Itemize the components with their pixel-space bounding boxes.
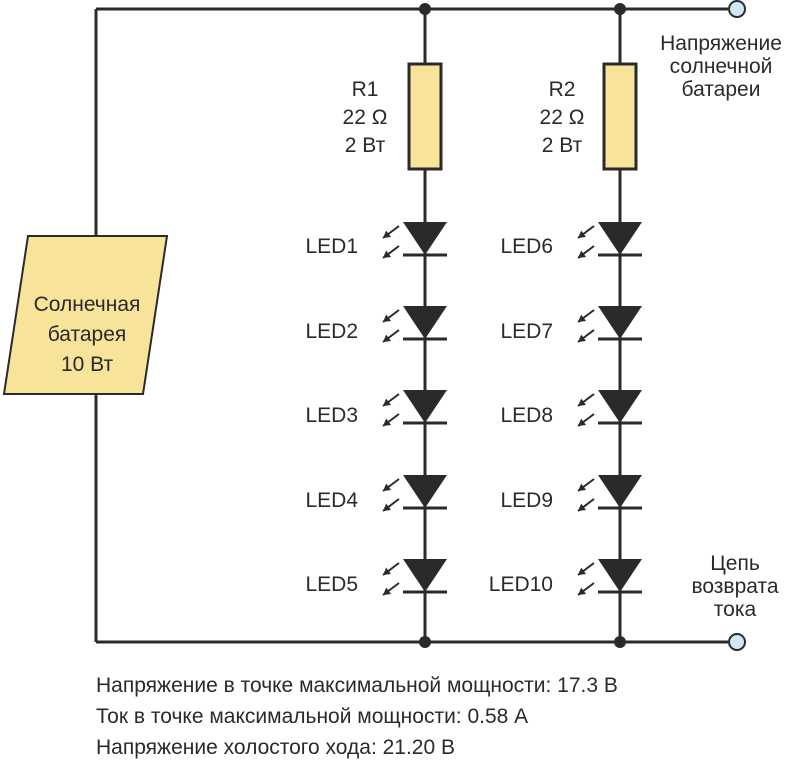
- light-arrow-head: [383, 314, 391, 322]
- led-label: LED3: [305, 404, 358, 427]
- light-arrow-head: [578, 398, 586, 406]
- led-diode-symbol: [598, 475, 642, 508]
- resistor-r1-name: R1: [351, 78, 379, 101]
- light-arrow-head: [578, 503, 586, 511]
- led-diode-symbol: [403, 306, 447, 339]
- resistor-r2-power: 2 Вт: [541, 134, 583, 157]
- resistor-r1-power: 2 Вт: [344, 134, 386, 157]
- resistor-r2-name: R2: [548, 78, 576, 101]
- light-arrow-head: [578, 230, 586, 238]
- led-diode-symbol: [598, 222, 642, 255]
- led-label: LED5: [305, 573, 358, 596]
- led-diode-symbol: [598, 306, 642, 339]
- solar-panel-line3: 10 Вт: [60, 353, 114, 376]
- light-arrow-head: [383, 503, 391, 511]
- light-arrow-head: [383, 483, 391, 491]
- terminal-bottom-line1: Цепь: [710, 552, 760, 575]
- spec-open-circuit-voltage: Напряжение холостого хода: 21.20 В: [96, 736, 455, 759]
- junction-dot: [419, 3, 431, 15]
- junctions: [419, 3, 626, 648]
- light-arrow-head: [383, 418, 391, 426]
- led-label: LED6: [500, 235, 553, 258]
- junction-dot: [614, 636, 626, 648]
- led-label: LED4: [305, 489, 358, 512]
- led-label: LED7: [500, 320, 553, 343]
- spec-mpp-voltage: Напряжение в точке максимальной мощности…: [96, 674, 618, 697]
- terminal-bottom-label: Цепь возврата тока: [660, 552, 800, 621]
- light-arrow-head: [383, 250, 391, 258]
- led-label: LED10: [488, 573, 553, 596]
- spec-mpp-current: Ток в точке максимальной мощности: 0.58 …: [96, 705, 529, 728]
- light-arrow-head: [578, 418, 586, 426]
- terminal-top-line2: солнечной: [669, 55, 773, 78]
- led-label: LED2: [305, 320, 358, 343]
- terminal-top-label: Напряжение солнечной батареи: [636, 32, 800, 101]
- resistor-r1-symbol: [407, 62, 443, 171]
- led-label: LED8: [500, 404, 553, 427]
- terminal-bottom: [728, 633, 746, 651]
- led-diode-symbol: [403, 475, 447, 508]
- light-arrow-head: [578, 483, 586, 491]
- led-diode-symbol: [403, 559, 447, 592]
- light-arrow-head: [383, 230, 391, 238]
- led-diode-symbol: [403, 222, 447, 255]
- junction-dot: [614, 3, 626, 15]
- led-diode-symbol: [598, 559, 642, 592]
- led-symbols: [382, 222, 642, 596]
- led-label: LED1: [305, 235, 358, 258]
- solar-panel-line2: батарея: [47, 323, 127, 346]
- light-arrow-head: [578, 567, 586, 575]
- led-diode-symbol: [598, 390, 642, 423]
- led-diode-symbol: [403, 390, 447, 423]
- junction-dot: [419, 636, 431, 648]
- resistor-r1-value: 22 Ω: [342, 106, 388, 129]
- solar-panel-label: Солнечная батарея 10 Вт: [18, 290, 156, 380]
- resistor-r2-label: R2 22 Ω 2 Вт: [522, 76, 602, 160]
- light-arrow-head: [578, 314, 586, 322]
- solar-panel-line1: Солнечная: [33, 293, 141, 316]
- terminal-top-line3: батареи: [681, 78, 761, 101]
- light-arrow-head: [578, 587, 586, 595]
- terminal-bottom-line3: тока: [713, 598, 757, 621]
- light-arrow-head: [383, 398, 391, 406]
- light-arrow-head: [578, 334, 586, 342]
- terminal-top-line1: Напряжение: [660, 32, 782, 55]
- led-label: LED9: [500, 489, 553, 512]
- light-arrow-head: [383, 334, 391, 342]
- terminal-bottom-line2: возврата: [691, 575, 779, 598]
- light-arrow-head: [578, 250, 586, 258]
- terminal-top: [728, 0, 746, 18]
- light-arrow-head: [383, 567, 391, 575]
- resistor-r2-value: 22 Ω: [539, 106, 585, 129]
- solar-panel-symbol: [2, 235, 169, 395]
- light-arrow-head: [383, 587, 391, 595]
- resistor-r1-label: R1 22 Ω 2 Вт: [325, 76, 405, 160]
- resistor-r2-symbol: [602, 62, 638, 171]
